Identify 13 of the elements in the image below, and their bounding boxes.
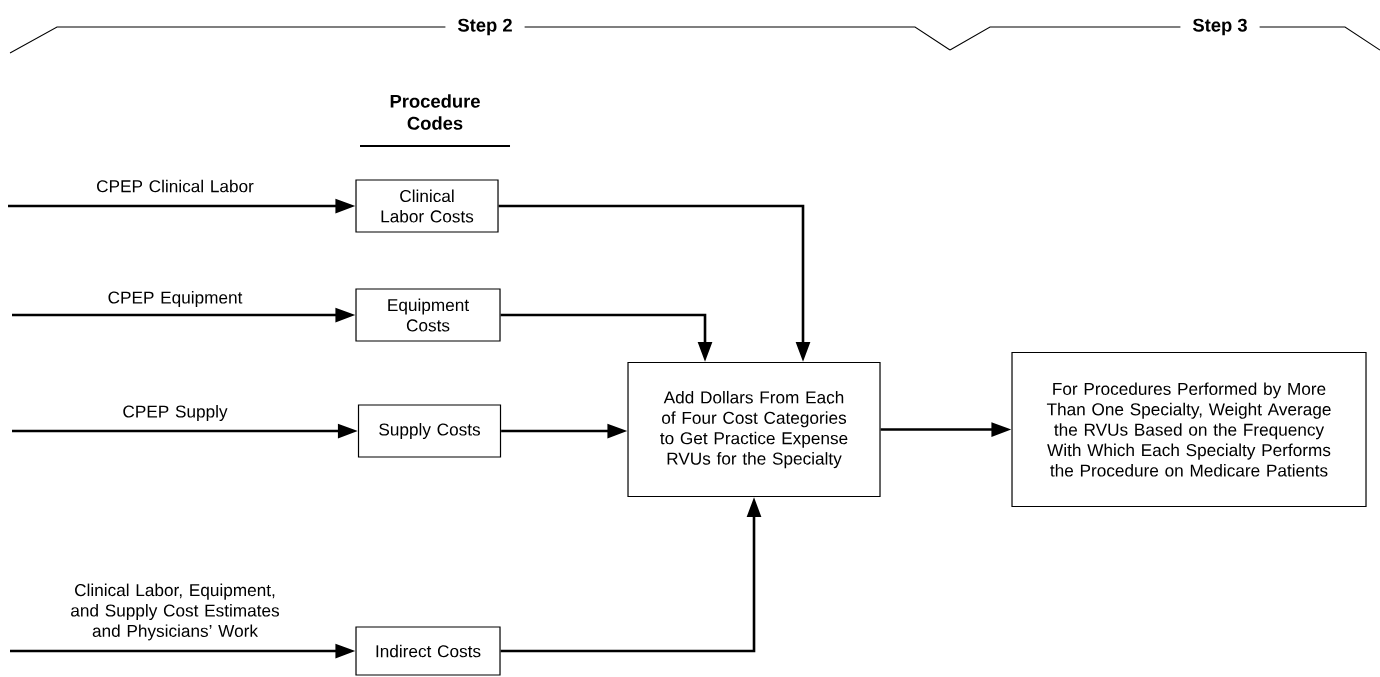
edge-label: CPEP Clinical Labor: [97, 179, 254, 193]
column-heading: Procedure Codes: [359, 94, 511, 147]
process-box: Indirect Costs: [355, 626, 501, 676]
edge-label: Clinical Labor, Equipment, and Supply Cost Estimates and Physicians’ Work: [71, 583, 279, 641]
edge-label: CPEP Supply: [123, 405, 228, 422]
process-box: Equipment Costs: [355, 288, 501, 342]
process-box: Add Dollars From Each of Four Cost Categories to Get Practice Expense RVUs for the Specialty: [627, 361, 881, 498]
step-label: Step 2: [445, 14, 525, 40]
edge-label: CPEP Equipment: [108, 291, 243, 308]
process-box: Clinical Labor Costs: [355, 179, 499, 233]
process-box: For Procedures Performed by More Than One Specialty, Weight Average the RVUs Based on the Frequency With Which Each Specialty Performs the Procedure on Medicare Patients: [1011, 351, 1367, 508]
step-label: Step 3: [1180, 14, 1260, 40]
process-box: Supply Costs: [357, 404, 502, 458]
